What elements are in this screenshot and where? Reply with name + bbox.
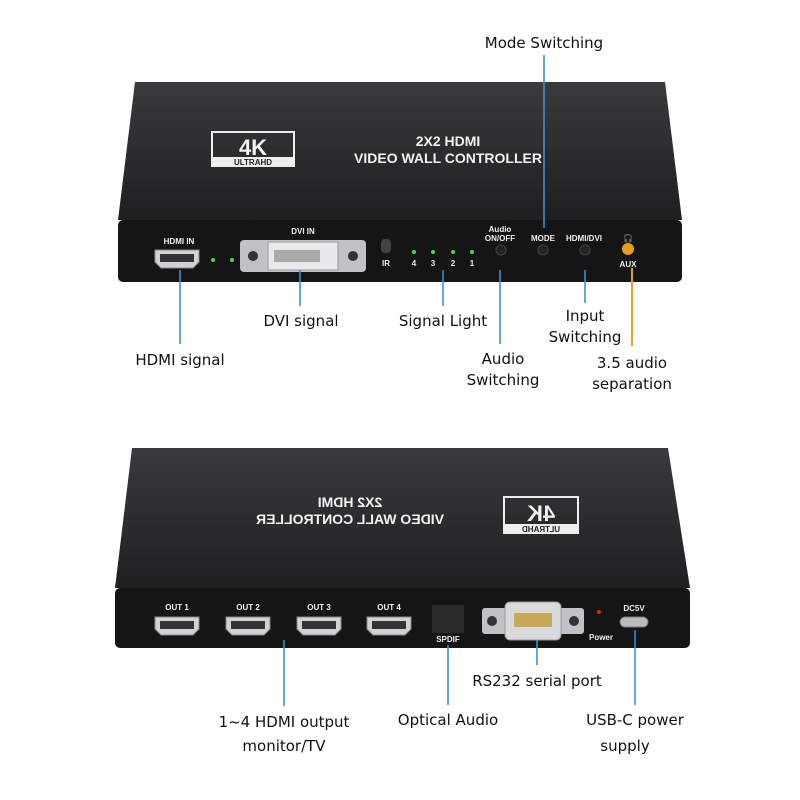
dc-label: DC5V [623, 604, 645, 613]
ir-sensor [381, 239, 391, 253]
hdmi-dvi-button-label: HDMI/DVI [566, 234, 602, 243]
hdmi-out-port [154, 616, 200, 636]
power-led [597, 610, 601, 614]
callout-input-switching: Input [566, 307, 605, 325]
callout-audio-separation: 3.5 audio [597, 354, 667, 372]
usb-c-port [619, 616, 649, 628]
power-label: Power [589, 633, 613, 642]
led-label: 1 [470, 259, 475, 268]
rs232-port [482, 601, 584, 641]
hdmi-out-port [366, 616, 412, 636]
product-title-1: 2X2 HDMI [318, 494, 383, 510]
headphone-icon: 🎧 [623, 233, 633, 243]
callout-mode-switching: Mode Switching [485, 34, 603, 52]
hdmi-out-port [296, 616, 342, 636]
spdif-port [432, 605, 464, 633]
callout-usbc-power: USB-C power [586, 711, 685, 729]
mode-button[interactable] [537, 244, 549, 256]
led-label: 2 [451, 259, 456, 268]
callout-hdmi-signal: HDMI signal [135, 351, 224, 369]
callout-audio-separation: separation [592, 375, 672, 393]
product-title-2: VIDEO WALL CONTROLLER [354, 150, 542, 166]
out-label: OUT 1 [165, 603, 189, 612]
logo-ultrahd: ULTRAHD [234, 158, 272, 167]
callout-input-switching: Switching [549, 328, 622, 346]
aux-port [622, 243, 634, 255]
audio-button-label: Audio [489, 225, 512, 234]
4k-logo: 4K ULTRAHD [211, 131, 295, 167]
signal-leds: 4 3 2 1 [412, 250, 475, 268]
callout-audio-switching: Audio [482, 350, 525, 368]
callout-dvi-signal: DVI signal [263, 312, 338, 330]
dvi-in-label: DVI IN [291, 227, 315, 236]
out-label: OUT 4 [377, 603, 401, 612]
spdif-label: SPDIF [436, 635, 460, 644]
device-top-surface [115, 448, 690, 588]
aux-label: AUX [620, 260, 638, 269]
callout-hdmi-output: monitor/TV [242, 737, 326, 755]
callout-optical-audio: Optical Audio [398, 711, 498, 729]
callout-rs232: RS232 serial port [472, 672, 602, 690]
logo-ultrahd: ULTRAHD [522, 525, 560, 534]
logo-4k: 4K [527, 501, 555, 526]
product-title-2: VIDEO WALL CONTROLLER [256, 511, 444, 527]
hdmi-dvi-button[interactable] [579, 244, 591, 256]
led-label: 4 [412, 259, 417, 268]
led-icon [211, 258, 215, 262]
out-label: OUT 2 [236, 603, 260, 612]
hdmi-out-port [225, 616, 271, 636]
callout-usbc-power: supply [600, 737, 650, 755]
leader-lines [179, 55, 636, 706]
ir-label: IR [382, 259, 390, 268]
hdmi-in-port [154, 249, 200, 269]
audio-button-label: ON/OFF [485, 234, 515, 243]
led-icon [230, 258, 234, 262]
hdmi-in-label: HDMI IN [164, 237, 195, 246]
audio-button[interactable] [495, 244, 507, 256]
product-title-1: 2X2 HDMI [416, 133, 481, 149]
rear-device: 4K ULTRAHD 2X2 HDMI VIDEO WALL CONTROLLE… [115, 448, 690, 648]
mode-button-label: MODE [531, 234, 556, 243]
device-top-surface [118, 82, 682, 220]
callout-hdmi-output: 1~4 HDMI output [219, 713, 350, 731]
callout-audio-switching: Switching [467, 371, 540, 389]
callout-signal-light: Signal Light [399, 312, 487, 330]
dvi-port [240, 240, 366, 272]
led-label: 3 [431, 259, 436, 268]
mirrored-branding: 4K ULTRAHD 2X2 HDMI VIDEO WALL CONTROLLE… [256, 494, 579, 534]
front-device: 4K ULTRAHD 2X2 HDMI VIDEO WALL CONTROLLE… [118, 82, 682, 282]
logo-4k: 4K [239, 135, 267, 160]
front-panel [118, 220, 682, 282]
out-label: OUT 3 [307, 603, 331, 612]
